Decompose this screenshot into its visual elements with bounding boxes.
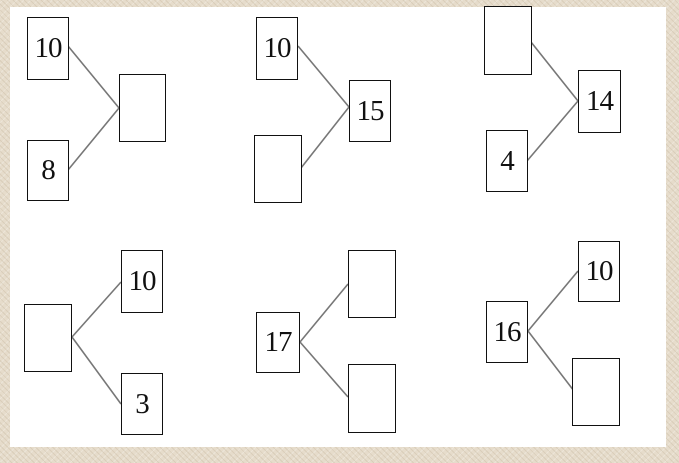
diagram-5-bottom-number[interactable] — [348, 364, 396, 433]
diagram-5-source-box: 17 — [256, 312, 300, 373]
connector-line — [530, 41, 579, 102]
connector-line — [527, 330, 575, 392]
connector-line — [299, 341, 349, 398]
diagram-6-source-box: 16 — [486, 301, 528, 363]
diagram-1-result-box[interactable] — [119, 74, 166, 142]
diagram-2-result-box: 15 — [349, 80, 391, 142]
diagram-6-bottom-number[interactable] — [572, 358, 620, 426]
diagram-4-bottom-number: 3 — [121, 373, 163, 435]
connector-line — [300, 106, 350, 169]
connector-line — [67, 45, 120, 109]
diagram-1-top-number: 10 — [27, 17, 69, 80]
connector-line — [71, 281, 122, 338]
connector-line — [71, 336, 122, 405]
connector-line — [526, 100, 579, 162]
diagram-3-result-box: 14 — [578, 70, 621, 133]
diagram-5-top-number[interactable] — [348, 250, 396, 318]
diagram-4-source-box[interactable] — [24, 304, 72, 372]
diagram-2-bottom-number[interactable] — [254, 135, 302, 203]
diagram-3-bottom-number: 4 — [486, 130, 528, 192]
diagram-1-bottom-number: 8 — [27, 140, 69, 201]
diagram-4-top-number: 10 — [121, 250, 163, 313]
connector-line — [67, 107, 120, 171]
diagram-2-top-number: 10 — [256, 17, 298, 80]
connector-line — [297, 45, 350, 108]
connector-line — [527, 270, 579, 332]
diagram-6-top-number: 10 — [578, 241, 620, 302]
connector-line — [299, 283, 349, 343]
diagram-3-top-number[interactable] — [484, 6, 532, 75]
